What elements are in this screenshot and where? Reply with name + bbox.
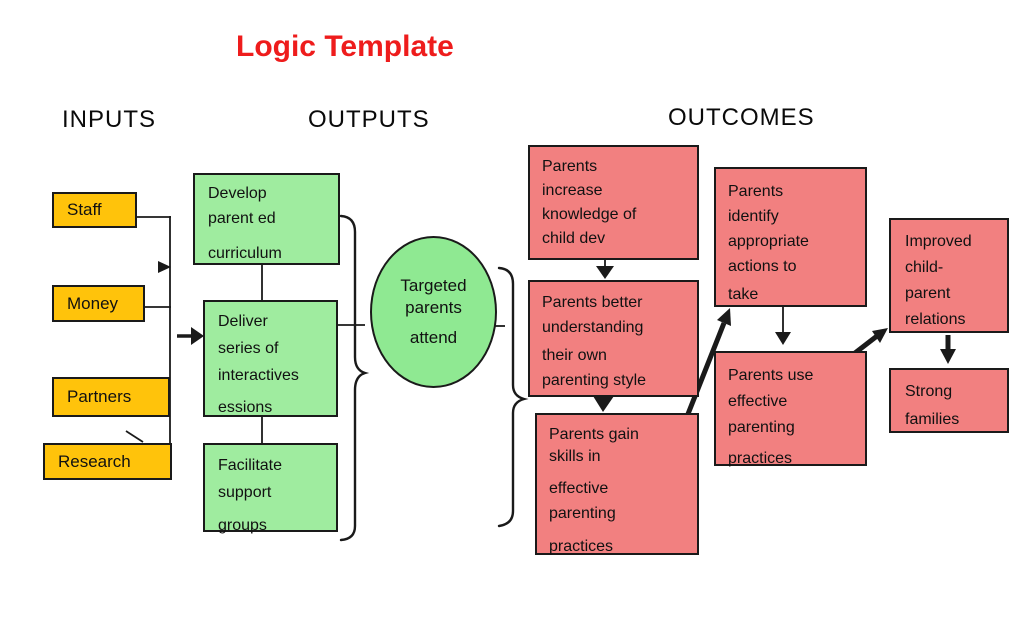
outcomes-header: OUTCOMES <box>668 104 815 131</box>
box-line: appropriate <box>728 233 809 250</box>
box-line: Parents better <box>542 294 643 311</box>
box-line: essions <box>218 399 273 416</box>
box-line: groups <box>218 517 267 534</box>
box-line: skills in <box>549 448 601 465</box>
box-line: practices <box>728 450 793 467</box>
box-line: parenting <box>728 419 795 436</box>
box-line: child- <box>905 259 944 276</box>
input-box-research: Research <box>43 443 172 480</box>
input-label: Money <box>67 293 119 313</box>
box-line: parenting style <box>542 372 647 389</box>
identify-use-arrowhead <box>775 332 791 345</box>
box-line: child dev <box>542 230 606 247</box>
box-line: families <box>905 411 960 428</box>
input-box-staff: Staff <box>52 192 137 228</box>
skills-identify-arrowhead <box>717 308 731 326</box>
outputs-group-brace <box>339 214 370 542</box>
relations-families-arrowhead <box>940 349 956 364</box>
ellipse-line: attend <box>409 328 458 347</box>
outcome-box-understanding: Parents better understanding their own p… <box>528 280 699 397</box>
box-line: series of <box>218 340 279 357</box>
box-line: support <box>218 484 272 501</box>
understanding-skills-arrowhead <box>593 396 614 412</box>
box-line: their own <box>542 347 607 364</box>
input-label: Staff <box>67 200 102 219</box>
output-box-deliver-sessions: Deliver series of interactives essions <box>203 300 338 417</box>
ellipse-line: Targeted <box>400 276 467 295</box>
inputs-header: INPUTS <box>62 106 157 133</box>
box-line: take <box>728 286 759 303</box>
box-line: practices <box>549 538 614 555</box>
outcome-box-relations: Improved child- parent relations <box>889 218 1009 333</box>
output-box-develop-curriculum: Develop parent ed curriculum <box>193 173 340 265</box>
box-line: parent ed <box>208 210 276 227</box>
input-box-money: Money <box>52 285 145 322</box>
box-line: Deliver <box>218 313 268 330</box>
box-line: Parents <box>728 183 784 200</box>
ellipse-line: parents <box>405 298 462 317</box>
box-line: increase <box>542 182 603 199</box>
box-line: Parents gain <box>549 426 639 443</box>
outcome-box-knowledge: Parents increase knowledge of child dev <box>528 145 699 260</box>
knowledge-understanding-arrowhead <box>596 266 614 279</box>
box-line: relations <box>905 311 966 328</box>
box-line: Strong <box>905 383 953 400</box>
input-label: Partners <box>67 387 132 406</box>
ellipse-targeted-parents: Targeted parents attend <box>370 236 497 388</box>
box-line: Develop <box>208 185 267 202</box>
use-relations-arrowhead <box>872 328 888 343</box>
box-line: parent <box>905 285 951 302</box>
output-box-support-groups: Facilitate support groups <box>203 443 338 534</box>
box-line: effective <box>728 393 788 410</box>
box-line: Parents <box>542 158 598 175</box>
ellipse-group-brace <box>497 266 529 528</box>
outcome-box-identify-actions: Parents identify appropriate actions to … <box>714 167 867 307</box>
box-line: actions to <box>728 258 797 275</box>
outcome-box-skills: Parents gain skills in effective parenti… <box>535 413 699 555</box>
box-line: Facilitate <box>218 457 283 474</box>
box-line: Improved <box>905 233 972 250</box>
outcome-box-strong-families: Strong families <box>889 368 1009 433</box>
input-box-partners: Partners <box>52 377 170 417</box>
inputs-line-arrowhead <box>158 261 171 273</box>
outputs-header: OUTPUTS <box>308 106 430 133</box>
box-line: identify <box>728 208 779 225</box>
box-line: curriculum <box>208 245 282 262</box>
box-line: understanding <box>542 319 644 336</box>
box-line: Parents use <box>728 367 814 384</box>
outcome-box-use-practices: Parents use effective parenting practice… <box>714 351 867 467</box>
box-line: interactives <box>218 367 299 384</box>
box-line: knowledge of <box>542 206 637 223</box>
box-line: parenting <box>549 505 616 522</box>
box-line: effective <box>549 480 609 497</box>
diagram-title: Logic Template <box>236 30 454 63</box>
research-tick-line <box>125 430 144 443</box>
input-label: Research <box>58 451 131 471</box>
